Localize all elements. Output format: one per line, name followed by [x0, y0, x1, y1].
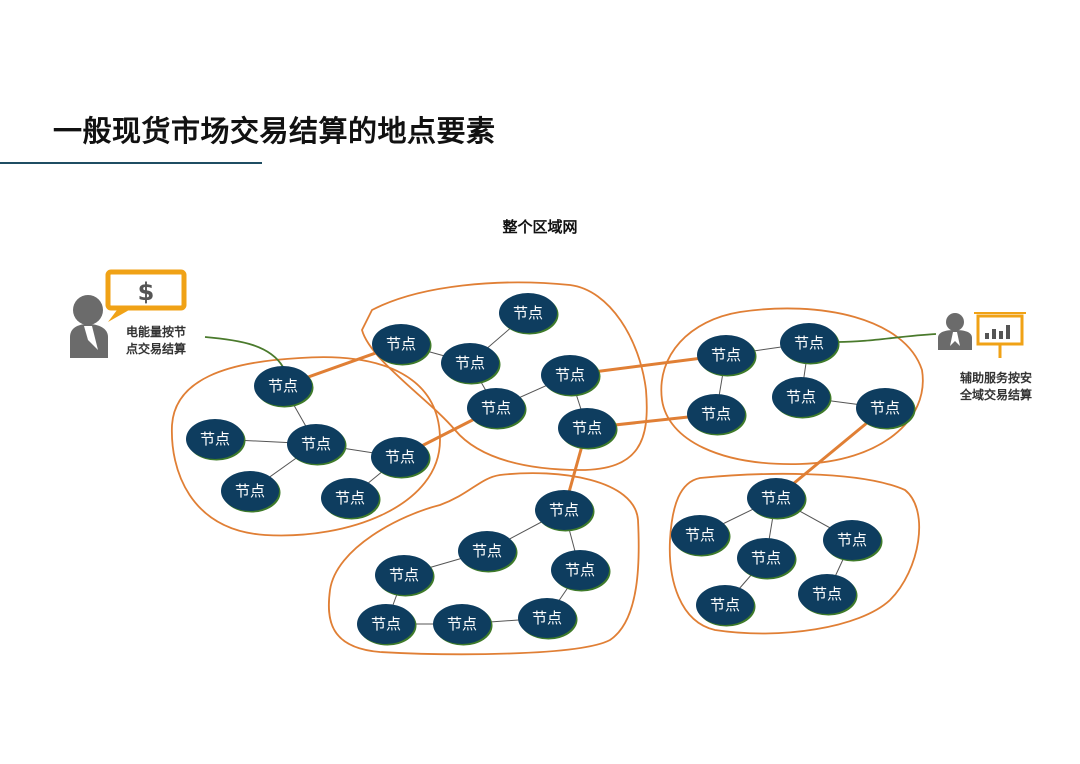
network-node: 节点 — [551, 550, 611, 592]
node-label: 节点 — [786, 388, 816, 406]
node-label: 节点 — [761, 489, 791, 507]
actor-link-right — [837, 333, 937, 343]
page-title: 一般现货市场交易结算的地点要素 — [53, 114, 496, 148]
network-node: 节点 — [823, 520, 883, 562]
region-outline — [171, 356, 441, 537]
node-label: 节点 — [389, 566, 419, 584]
node-label: 节点 — [455, 354, 485, 372]
node-label: 节点 — [513, 304, 543, 322]
node-label: 节点 — [472, 542, 502, 560]
network-node: 节点 — [535, 490, 595, 532]
region-outline — [361, 281, 648, 471]
person-presentation-board-icon — [938, 312, 1026, 358]
node-label: 节点 — [794, 334, 824, 352]
region-outline — [327, 472, 640, 656]
network-node: 节点 — [499, 293, 559, 335]
node-label: 节点 — [751, 549, 781, 567]
region-outline — [668, 472, 921, 635]
network-node: 节点 — [287, 424, 347, 466]
network-node: 节点 — [798, 574, 858, 616]
region-outline — [660, 307, 924, 465]
node-label: 节点 — [565, 561, 595, 579]
right-actor-label-line2: 全域交易结算 — [959, 388, 1032, 402]
left-actor-label-line1: 电能量按节 — [126, 325, 187, 339]
node-label: 节点 — [371, 615, 401, 633]
node-label: 节点 — [268, 377, 298, 395]
node-label: 节点 — [870, 399, 900, 417]
actor-link-left — [204, 336, 284, 368]
node-label: 节点 — [549, 501, 579, 519]
network-node: 节点 — [467, 388, 527, 430]
node-label: 节点 — [481, 399, 511, 417]
currency-symbol: $ — [138, 278, 155, 306]
node-label: 节点 — [701, 405, 731, 423]
node-label: 节点 — [200, 430, 230, 448]
network-node: 节点 — [697, 335, 757, 377]
node-label: 节点 — [532, 609, 562, 627]
network-node: 节点 — [671, 515, 731, 557]
node-label: 节点 — [447, 615, 477, 633]
network-node: 节点 — [254, 366, 314, 408]
node-label: 节点 — [385, 448, 415, 466]
network-node: 节点 — [458, 531, 518, 573]
network-node: 节点 — [856, 388, 916, 430]
node-label: 节点 — [812, 585, 842, 603]
node-label: 节点 — [335, 489, 365, 507]
node-label: 节点 — [301, 435, 331, 453]
node-label: 节点 — [837, 531, 867, 549]
node-label: 节点 — [685, 526, 715, 544]
network-node: 节点 — [747, 478, 807, 520]
title-underline — [0, 162, 262, 164]
network-node: 节点 — [186, 419, 246, 461]
network-node: 节点 — [441, 343, 501, 385]
network-node: 节点 — [772, 377, 832, 419]
network-node: 节点 — [372, 324, 432, 366]
network-node: 节点 — [518, 598, 578, 640]
network-node: 节点 — [780, 323, 840, 365]
network-node: 节点 — [541, 355, 601, 397]
network-node: 节点 — [357, 604, 417, 646]
right-actor-label: 辅助服务按安 全域交易结算 — [950, 370, 1042, 404]
diagram-title: 整个区域网 — [502, 218, 578, 236]
node-label: 节点 — [572, 419, 602, 437]
network-node: 节点 — [737, 538, 797, 580]
network-node: 节点 — [687, 394, 747, 436]
network-node: 节点 — [558, 408, 618, 450]
person-dollar-bubble-icon: $ — [70, 269, 187, 358]
node-label: 节点 — [710, 596, 740, 614]
network-node: 节点 — [221, 471, 281, 513]
network-node: 节点 — [696, 585, 756, 627]
left-actor-label-line2: 点交易结算 — [126, 342, 187, 356]
node-label: 节点 — [235, 482, 265, 500]
node-label: 节点 — [555, 366, 585, 384]
network-node: 节点 — [375, 555, 435, 597]
left-actor-label: 电能量按节 点交易结算 — [126, 324, 206, 358]
network-node: 节点 — [371, 437, 431, 479]
network-node: 节点 — [321, 478, 381, 520]
node-label: 节点 — [711, 346, 741, 364]
right-actor-label-line1: 辅助服务按安 — [959, 371, 1032, 385]
network-node: 节点 — [433, 604, 493, 646]
node-label: 节点 — [386, 335, 416, 353]
